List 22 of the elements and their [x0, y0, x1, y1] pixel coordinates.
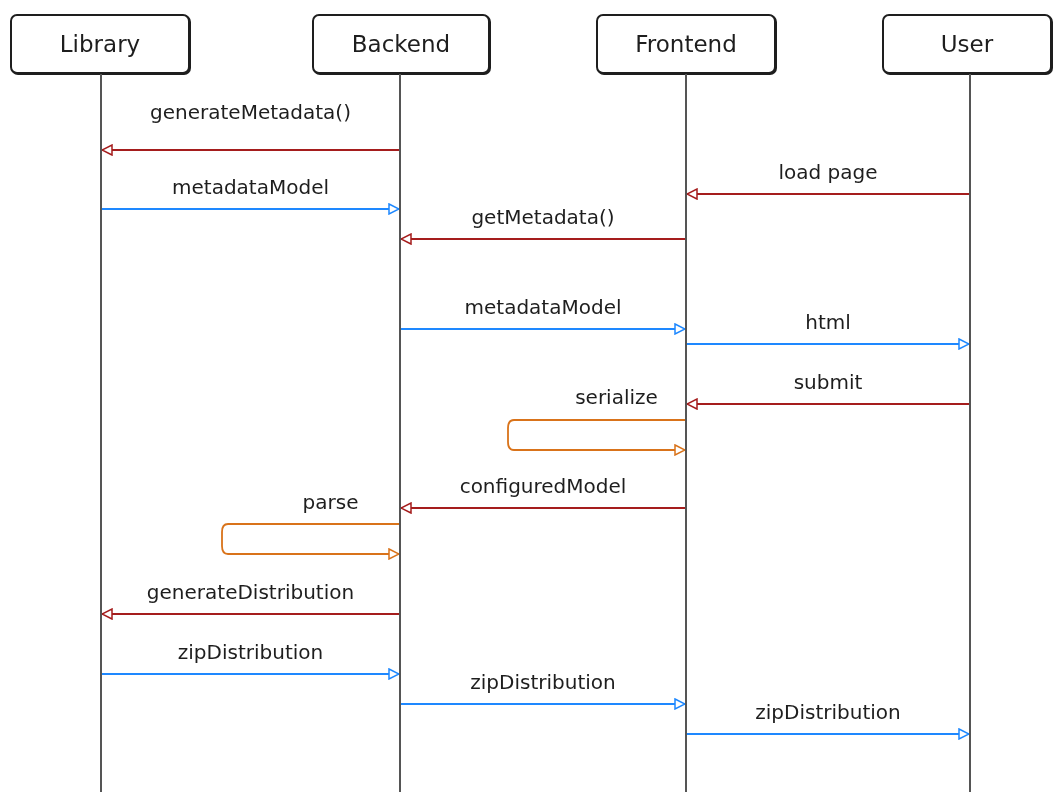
message-arrow — [400, 233, 686, 245]
participant-box: Library — [10, 14, 190, 74]
message-arrow — [686, 188, 970, 200]
message-arrow — [101, 608, 400, 620]
message-arrow — [400, 323, 686, 335]
message-arrow — [686, 728, 970, 740]
lifeline — [969, 74, 971, 792]
message-arrow — [101, 203, 400, 215]
message-arrow — [400, 698, 686, 710]
message-arrow — [686, 338, 970, 350]
lifeline — [685, 74, 687, 792]
message-arrow — [400, 502, 686, 514]
lifeline — [399, 74, 401, 792]
participant-box: User — [882, 14, 1052, 74]
message-arrow — [101, 144, 400, 156]
participant-box: Frontend — [596, 14, 776, 74]
participant-box: Backend — [312, 14, 490, 74]
self-message-arrow — [507, 419, 686, 456]
message-arrow — [686, 398, 970, 410]
self-message-arrow — [221, 523, 400, 560]
lifeline — [100, 74, 102, 792]
message-arrow — [101, 668, 400, 680]
